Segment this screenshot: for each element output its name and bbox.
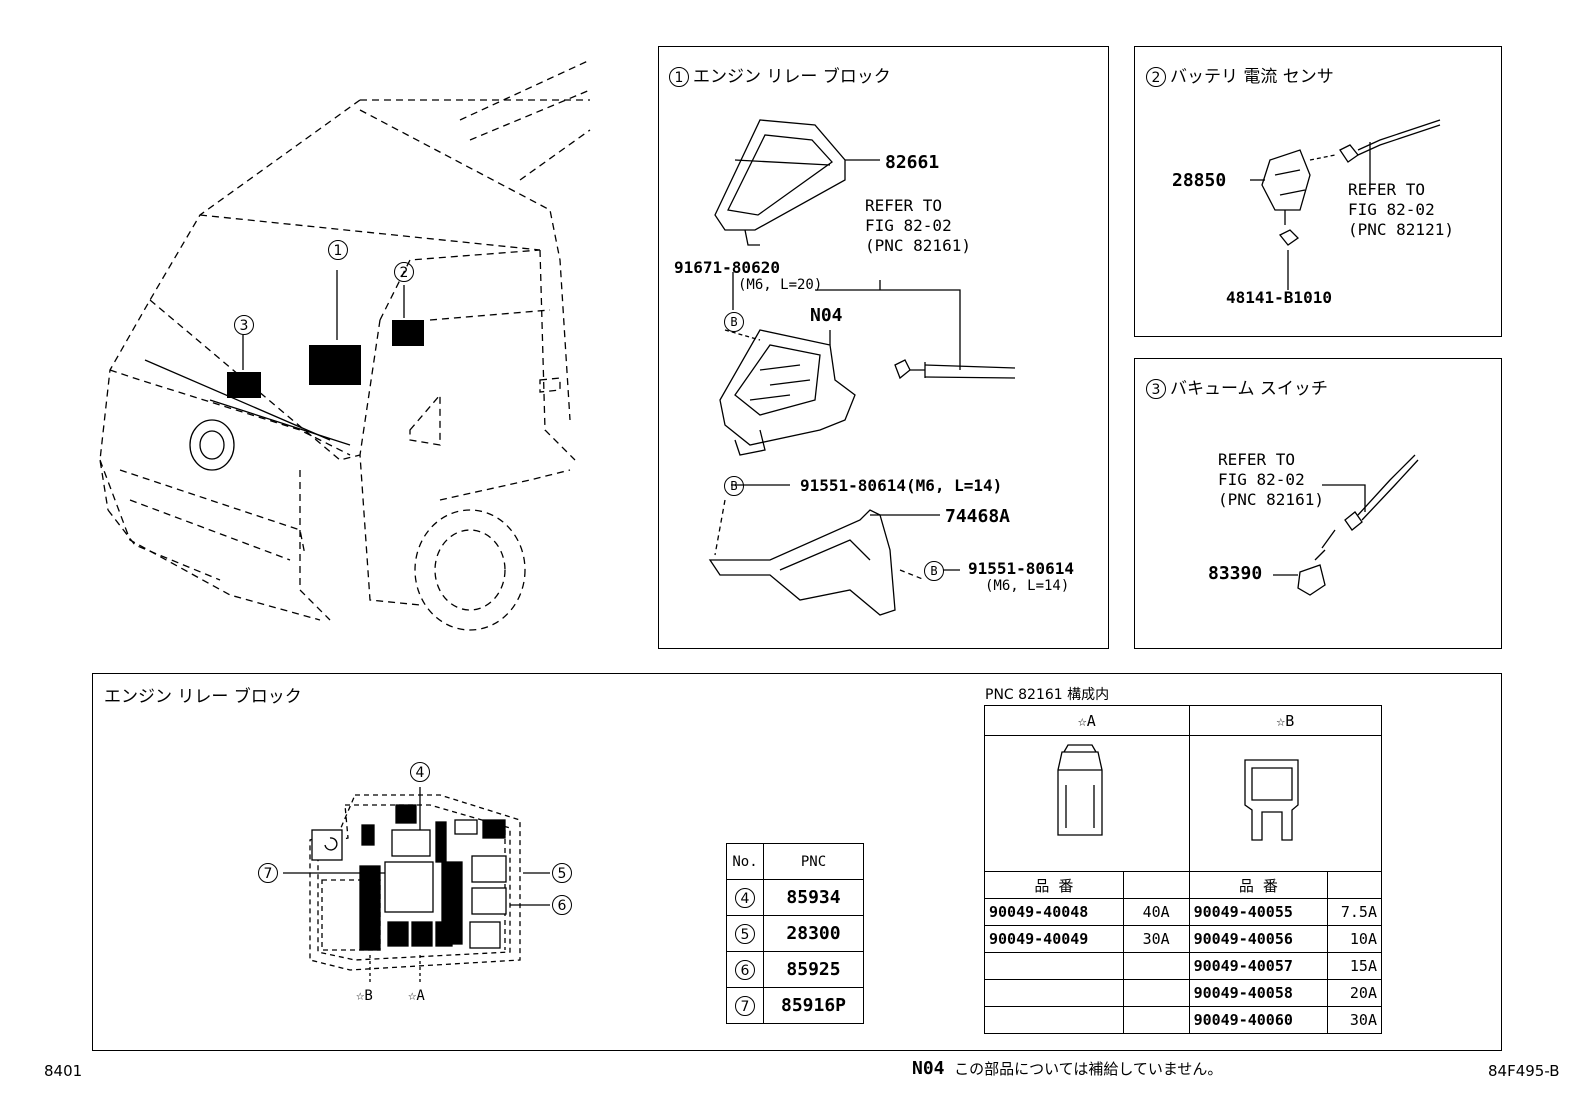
fuse-a-amp [1122, 1006, 1190, 1034]
fuse-col-part-b: 品 番 [1188, 871, 1329, 899]
fuse-b-amp: 15A [1327, 952, 1382, 980]
vacuum-switch [1297, 454, 1419, 596]
refer-82121[interactable]: REFER TO FIG 82-02 (PNC 82121) [1348, 180, 1454, 239]
part-82661[interactable]: 82661 [885, 152, 940, 173]
fuse-a-part[interactable]: 90049-40049 [984, 925, 1124, 953]
fuse-a-part[interactable]: 90049-40048 [984, 898, 1124, 926]
bottom-title: エンジン リレー ブロック [104, 687, 302, 707]
fuse-a-amp: 40A [1122, 898, 1190, 926]
fuse-a-part [984, 952, 1124, 980]
footer-note-code: N04 [912, 1058, 945, 1079]
fuse-a-amp [1122, 979, 1190, 1007]
truck-callout-1: 1 [328, 240, 352, 260]
fuse-a-amp: 30A [1122, 925, 1190, 953]
wire-connector [894, 359, 1016, 380]
relay-block-cover [714, 119, 846, 246]
fuse-col-part-a: 品 番 [984, 871, 1124, 899]
part-91671-80620[interactable]: 91671-80620 [674, 258, 780, 277]
battery-sensor [1261, 149, 1311, 225]
marker-b-3: B [924, 561, 944, 581]
part-74468a[interactable]: 74468A [945, 506, 1011, 527]
marker-b-1: B [724, 312, 744, 332]
part-48141-b1010[interactable]: 48141-B1010 [1226, 288, 1332, 307]
marker-b-2: B [724, 476, 744, 496]
fuse-head-b: ☆B [1188, 705, 1383, 736]
pnc-table: No. PNC 4 85934 5 28300 6 85925 7 85916P [726, 843, 864, 1024]
bracket [708, 509, 896, 616]
truck-location-3[interactable] [227, 372, 261, 398]
fuse-table: ☆A ☆B 品 番 品 番 90049-40048 40A 90049-4005… [984, 705, 1383, 1034]
part-91671-spec: (M6, L=20) [738, 277, 823, 293]
fuse-b-part[interactable]: 90049-40057 [1188, 952, 1329, 980]
part-n04[interactable]: N04 [810, 305, 843, 326]
fuse-b-amp: 7.5A [1327, 898, 1382, 926]
star-b-label: ☆B [356, 988, 373, 1004]
star-a-label: ☆A [408, 988, 425, 1004]
callout-7: 7 [258, 863, 282, 883]
pnc-85934[interactable]: 85934 [763, 879, 864, 916]
footer-note-text: この部品については補給していません。 [954, 1060, 1223, 1078]
footer-right-code: 84F495-B [1488, 1062, 1560, 1080]
part-91551-80614-b[interactable]: 91551-80614 [968, 559, 1074, 578]
pnc-85916p[interactable]: 85916P [763, 987, 864, 1024]
part-91551-80614-a[interactable]: 91551-80614(M6, L=14) [800, 476, 1003, 495]
panel-engine-relay-block [658, 46, 1109, 649]
pnc-28300[interactable]: 28300 [763, 915, 864, 952]
panel-battery-current-sensor [1134, 46, 1502, 337]
fuse-a-part [984, 979, 1124, 1007]
fuse-b-part[interactable]: 90049-40056 [1188, 925, 1329, 953]
part-91551-b-spec: (M6, L=14) [985, 578, 1070, 594]
pnc-85925[interactable]: 85925 [763, 951, 864, 988]
truck-callout-2: 2 [394, 262, 418, 282]
fuse-b-part[interactable]: 90049-40055 [1188, 898, 1329, 926]
callout-4: 4 [410, 762, 434, 782]
callout-5: 5 [552, 863, 576, 883]
truck-callout-3: 3 [234, 315, 258, 335]
truck-location-2[interactable] [392, 320, 424, 346]
fuse-b-image-cell [1188, 735, 1383, 872]
fuse-a-image-cell [984, 735, 1190, 872]
truck-wiper [144, 359, 351, 471]
panel-vacuum-switch [1134, 358, 1502, 649]
footer-note: N04 この部品については補給していません。 [912, 1058, 1222, 1079]
callout-6: 6 [552, 895, 576, 915]
fuse-block-slots [311, 804, 507, 951]
refer-82161-b[interactable]: REFER TO FIG 82-02 (PNC 82161) [1218, 450, 1324, 509]
part-83390[interactable]: 83390 [1208, 563, 1263, 584]
refer-82161[interactable]: REFER TO FIG 82-02 (PNC 82161) [865, 196, 971, 255]
truck-illustration [99, 59, 591, 631]
fuse-b-amp: 20A [1327, 979, 1382, 1007]
pnc-table-header-pnc: PNC [763, 843, 864, 880]
fuse-caption: PNC 82161 構成内 [985, 687, 1110, 703]
fuse-a-part [984, 1006, 1124, 1034]
fuse-b-part[interactable]: 90049-40058 [1188, 979, 1329, 1007]
fuse-b-amp: 30A [1327, 1006, 1382, 1034]
footer-left-code: 8401 [44, 1062, 83, 1080]
fuse-a-amp [1122, 952, 1190, 980]
relay-block-body [719, 329, 856, 456]
pnc-table-header-no: No. [726, 843, 764, 880]
fuse-b-part[interactable]: 90049-40060 [1188, 1006, 1329, 1034]
part-28850[interactable]: 28850 [1172, 170, 1227, 191]
fuse-head-a: ☆A [984, 705, 1190, 736]
fuse-b-amp: 10A [1327, 925, 1382, 953]
truck-location-1[interactable] [309, 345, 361, 385]
panel-relay-block-layout [92, 673, 1502, 1051]
